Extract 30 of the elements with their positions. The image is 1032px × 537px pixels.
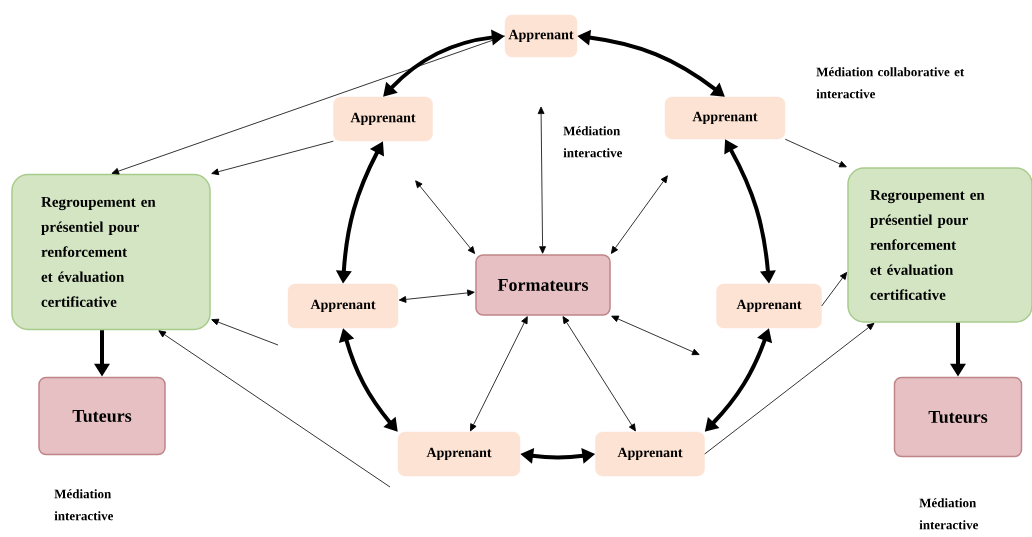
double-arrow: [611, 315, 700, 356]
learner-box: Apprenant: [716, 283, 822, 329]
double-arrow: [470, 316, 528, 432]
arrow: [704, 322, 875, 455]
session-box: Regroupement en présentiel pour renforcement et évaluation certificative: [847, 167, 1032, 323]
arrow: [211, 318, 279, 346]
arrow: [111, 35, 506, 175]
double-arrow: [398, 289, 475, 303]
staff-box: Formateurs: [475, 254, 611, 316]
arrow: [784, 138, 847, 168]
staff-box: Tuteurs: [893, 376, 1023, 458]
learner-box: Apprenant: [595, 431, 705, 477]
learner-box: Apprenant: [664, 96, 786, 140]
annotation-text: Médiation interactive: [919, 498, 979, 530]
learner-box: Apprenant: [397, 431, 521, 477]
arrow: [158, 330, 391, 488]
annotation-text: Médiation collaborative et interactive: [816, 67, 965, 99]
learner-box: Apprenant: [333, 96, 433, 142]
double-arrow: [610, 175, 668, 254]
double-arrow: [415, 180, 476, 254]
annotation-text: Médiation interactive: [54, 489, 114, 521]
learner-box: Apprenant: [287, 283, 399, 329]
annotation-text: Médiation interactive: [563, 126, 623, 158]
learner-box: Apprenant: [504, 14, 578, 58]
staff-box: Tuteurs: [38, 376, 166, 456]
double-arrow: [562, 316, 636, 432]
session-box: Regroupement en présentiel pour renforcement et évaluation certificative: [11, 173, 211, 331]
double-arrow: [537, 106, 546, 254]
arrow: [211, 140, 334, 176]
arrow: [821, 272, 848, 307]
